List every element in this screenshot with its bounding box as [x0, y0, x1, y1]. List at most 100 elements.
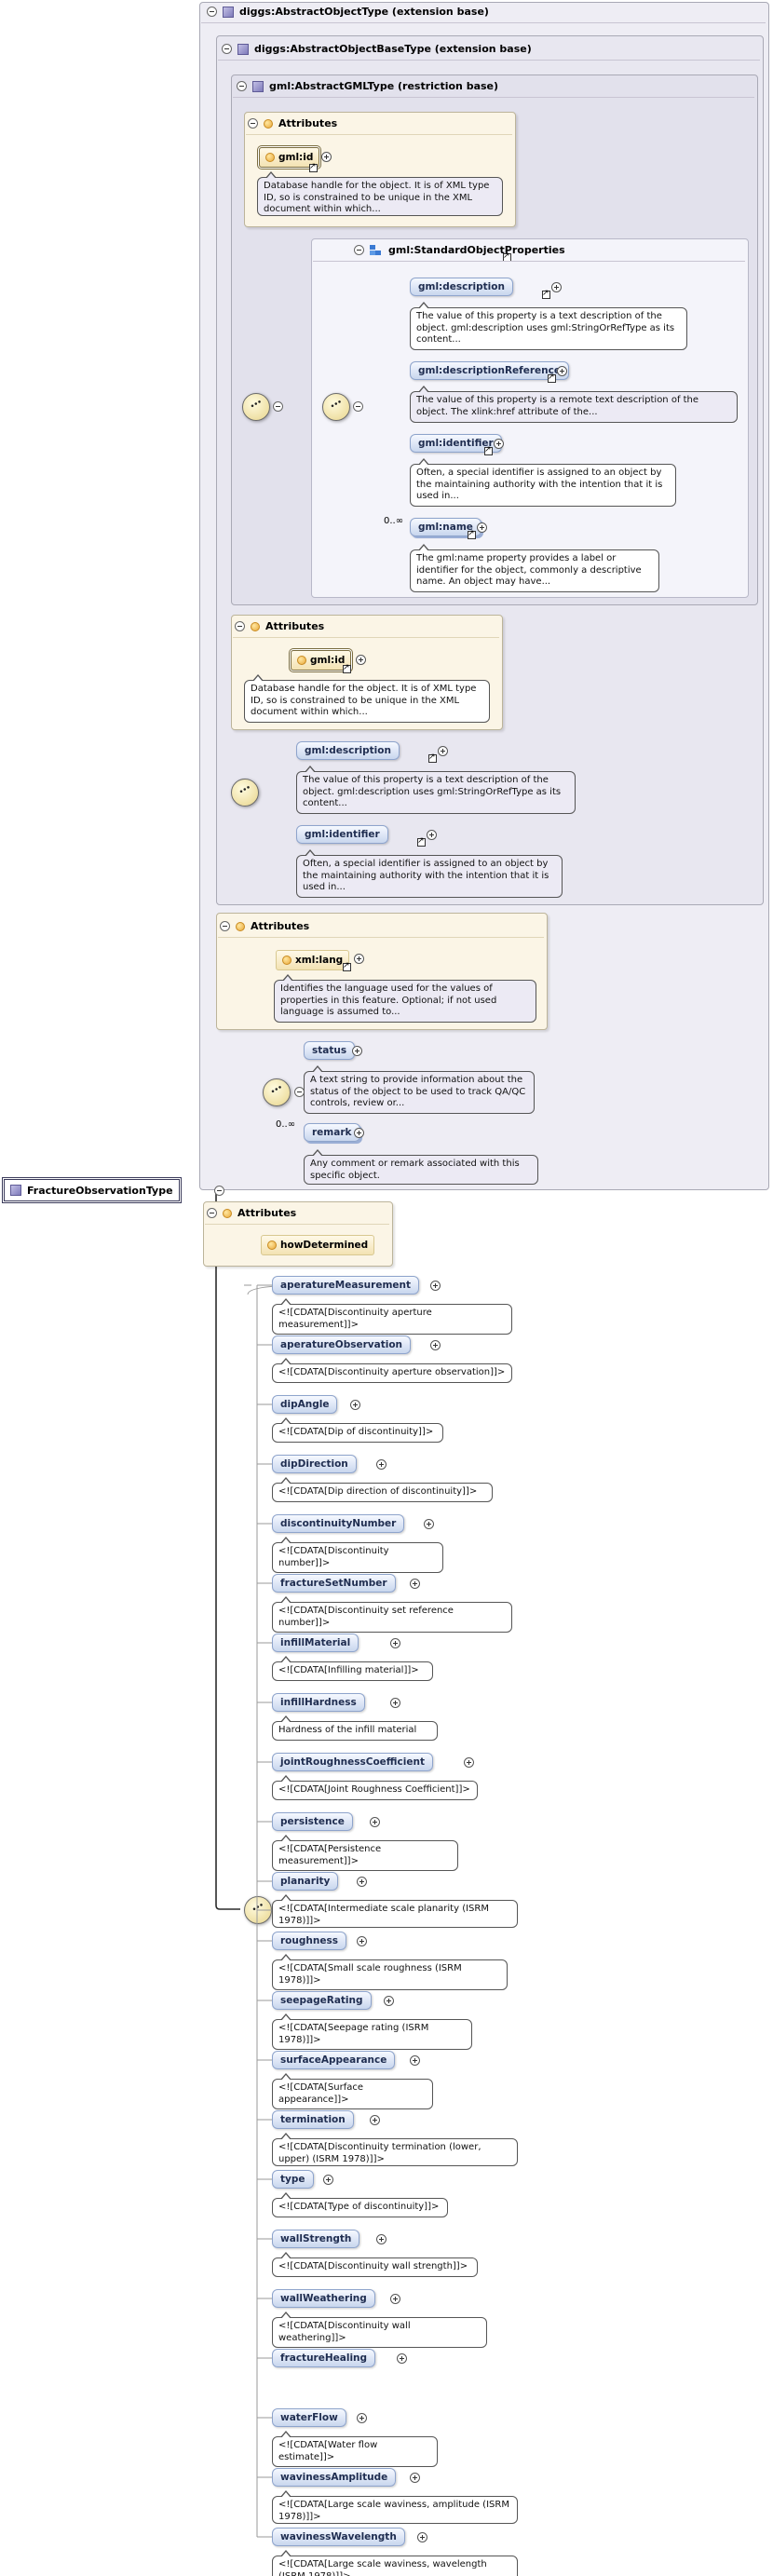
element-type[interactable]: type	[272, 2170, 314, 2189]
element-surface-appearance[interactable]: surfaceAppearance	[272, 2051, 396, 2069]
attribute-gml-id[interactable]: gml:id	[291, 650, 352, 671]
collapse-toggle-icon[interactable]	[273, 401, 283, 412]
collapse-toggle-icon[interactable]	[248, 118, 258, 129]
expand-icon[interactable]	[424, 1519, 434, 1529]
element-gml-identifier[interactable]: gml:identifier	[296, 825, 388, 844]
collapse-toggle-icon[interactable]	[353, 401, 363, 412]
element-water-flow[interactable]: waterFlow	[272, 2408, 346, 2427]
element-doc: <![CDATA[Discontinuity number]]>	[272, 1537, 443, 1573]
expand-icon[interactable]	[438, 746, 448, 756]
sequence-compositor-icon[interactable]	[231, 779, 259, 807]
divider	[218, 937, 544, 938]
reference-arrow-icon[interactable]	[548, 372, 556, 383]
element-gml-identifier[interactable]: gml:identifier	[410, 434, 502, 453]
element-infill-material[interactable]: infillMaterial	[272, 1634, 359, 1652]
collapse-toggle-icon[interactable]	[222, 44, 232, 54]
expand-icon[interactable]	[356, 655, 366, 665]
expand-icon[interactable]	[430, 1340, 441, 1350]
element-wall-weathering[interactable]: wallWeathering	[272, 2289, 375, 2308]
element-fracture-set-number[interactable]: fractureSetNumber	[272, 1574, 396, 1593]
expand-icon[interactable]	[376, 2234, 386, 2244]
expand-icon[interactable]	[430, 1281, 441, 1291]
attribute-xml-lang[interactable]: xml:lang	[276, 950, 350, 970]
expand-icon[interactable]	[370, 1817, 380, 1827]
collapse-toggle-icon[interactable]	[237, 81, 247, 91]
expand-icon[interactable]	[376, 1459, 386, 1470]
expand-icon[interactable]	[354, 1128, 364, 1138]
element-waviness-wavelength[interactable]: wavinessWavelength	[272, 2528, 405, 2546]
collapse-toggle-icon[interactable]	[235, 621, 245, 631]
element-doc: <![CDATA[Type of discontinuity]]>	[272, 2192, 448, 2217]
expand-icon[interactable]	[410, 2473, 420, 2483]
reference-arrow-icon[interactable]	[484, 444, 493, 455]
element-waviness-amplitude[interactable]: wavinessAmplitude	[272, 2468, 397, 2487]
expand-icon[interactable]	[397, 2353, 407, 2364]
element-termination[interactable]: termination	[272, 2110, 354, 2129]
element-status[interactable]: status	[304, 1041, 356, 1060]
expand-icon[interactable]	[352, 1046, 362, 1056]
element-gml-description[interactable]: gml:description	[296, 741, 400, 760]
expand-icon[interactable]	[350, 1400, 360, 1410]
element-dip-angle[interactable]: dipAngle	[272, 1395, 338, 1414]
element-planarity[interactable]: planarity	[272, 1872, 339, 1891]
expand-icon[interactable]	[477, 522, 487, 533]
reference-arrow-icon[interactable]	[428, 752, 437, 763]
element-persistence[interactable]: persistence	[272, 1812, 353, 1831]
expand-icon[interactable]	[557, 366, 567, 376]
sequence-compositor-icon[interactable]	[263, 1078, 291, 1106]
attribute-how-determined[interactable]: howDetermined	[261, 1235, 375, 1255]
element-dip-direction[interactable]: dipDirection	[272, 1455, 357, 1473]
expand-icon[interactable]	[354, 954, 364, 964]
collapse-toggle-icon[interactable]	[220, 921, 230, 931]
expand-icon[interactable]	[323, 2175, 333, 2185]
reference-arrow-icon[interactable]	[468, 528, 476, 539]
element-roughness[interactable]: roughness	[272, 1932, 346, 1950]
reference-arrow-icon[interactable]	[343, 960, 351, 971]
reference-arrow-icon[interactable]	[309, 161, 318, 172]
expand-icon[interactable]	[464, 1757, 474, 1768]
element-discontinuity-number[interactable]: discontinuityNumber	[272, 1514, 405, 1533]
expand-icon[interactable]	[390, 1638, 400, 1648]
expand-icon[interactable]	[357, 1936, 367, 1946]
expand-icon[interactable]	[370, 2115, 380, 2125]
expand-icon[interactable]	[357, 1877, 367, 1887]
collapse-toggle-icon[interactable]	[214, 1186, 224, 1196]
expand-icon[interactable]	[390, 1698, 400, 1708]
element-remark[interactable]: remark	[304, 1123, 360, 1142]
reference-arrow-icon[interactable]	[417, 835, 426, 847]
collapse-toggle-icon[interactable]	[354, 245, 364, 255]
element-seepage-rating[interactable]: seepageRating	[272, 1991, 372, 2010]
element-joint-roughness-coefficient[interactable]: jointRoughnessCoefficient	[272, 1753, 433, 1771]
element-infill-hardness[interactable]: infillHardness	[272, 1693, 365, 1712]
expand-icon[interactable]	[494, 439, 504, 449]
expand-icon[interactable]	[551, 282, 562, 292]
expand-icon[interactable]	[427, 830, 437, 840]
attribute-gml-id[interactable]: gml:id	[259, 147, 320, 168]
sequence-compositor-icon[interactable]	[322, 393, 350, 421]
element-gml-description-reference[interactable]: gml:descriptionReference	[410, 361, 569, 380]
element-name: aperatureObservation	[280, 1339, 403, 1350]
root-type-node[interactable]: FractureObservationType	[4, 1179, 180, 1201]
expand-icon[interactable]	[390, 2294, 400, 2304]
element-aperature-observation[interactable]: aperatureObservation	[272, 1335, 412, 1354]
collapse-toggle-icon[interactable]	[207, 1208, 217, 1218]
element-name: jointRoughnessCoefficient	[280, 1756, 425, 1768]
expand-icon[interactable]	[410, 1579, 420, 1589]
collapse-toggle-icon[interactable]	[207, 7, 217, 17]
reference-arrow-icon[interactable]	[542, 288, 550, 299]
expand-icon[interactable]	[357, 2413, 367, 2423]
element-wall-strength[interactable]: wallStrength	[272, 2230, 360, 2248]
expand-icon[interactable]	[417, 2532, 427, 2542]
element-gml-description[interactable]: gml:description	[410, 278, 513, 296]
expand-icon[interactable]	[410, 2055, 420, 2066]
sequence-compositor-icon[interactable]	[242, 393, 270, 421]
reference-arrow-icon[interactable]	[343, 662, 351, 673]
element-aperature-measurement[interactable]: aperatureMeasurement	[272, 1276, 420, 1295]
expand-icon[interactable]	[321, 152, 332, 162]
attribute-name: gml:id	[278, 152, 314, 163]
attributes-header: Attributes	[235, 620, 324, 632]
element-name: status	[312, 1045, 347, 1056]
element-name: persistence	[280, 1816, 345, 1827]
element-fracture-healing[interactable]: fractureHealing	[272, 2349, 376, 2367]
expand-icon[interactable]	[384, 1996, 394, 2006]
